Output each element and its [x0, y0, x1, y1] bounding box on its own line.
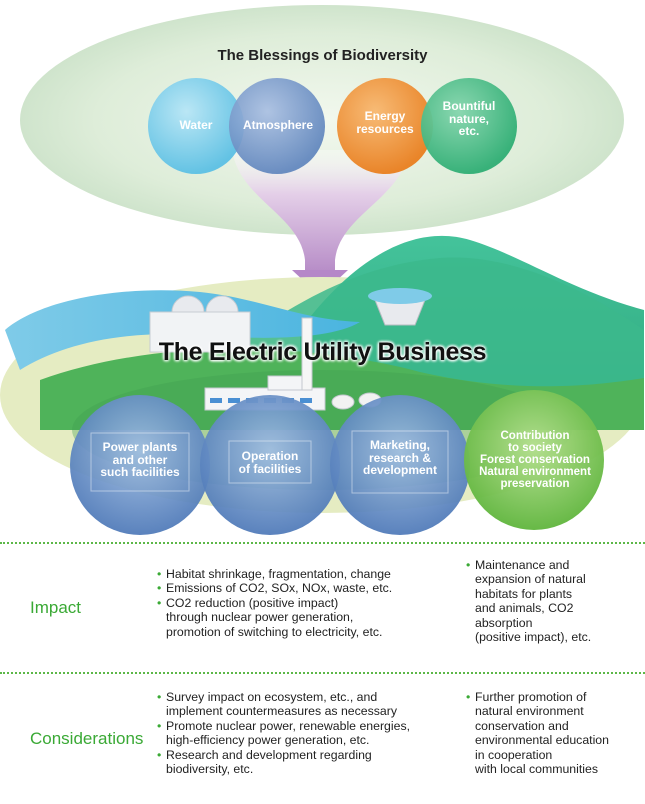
- divider-top: [0, 542, 645, 544]
- label-marketing: Marketing, research & development: [362, 438, 437, 478]
- considerations-right-list: Further promotion of natural environment…: [466, 690, 641, 776]
- dam-lake: [368, 288, 432, 304]
- label-nature: Bountiful nature, etc.: [442, 99, 496, 139]
- list-item: Research and development regarding biodi…: [157, 748, 462, 777]
- reactor-dome-2: [205, 295, 239, 313]
- list-item: Survey impact on ecosystem, etc., and im…: [157, 690, 462, 719]
- smokestack: [301, 317, 313, 391]
- impact-label: Impact: [30, 598, 82, 617]
- considerations-label: Considerations: [30, 729, 144, 748]
- circle-marketing: [330, 395, 470, 535]
- list-item: Promote nuclear power, renewable energie…: [157, 719, 462, 748]
- label-water: Water: [179, 118, 213, 132]
- storage-tank-1: [331, 394, 355, 410]
- label-frame-3: [351, 430, 449, 494]
- business-title: The Electric Utility Business: [158, 338, 487, 366]
- considerations-left-list: Survey impact on ecosystem, etc., and im…: [157, 690, 462, 776]
- label-operation: Operation of facilities: [238, 449, 302, 476]
- list-item: CO2 reduction (positive impact) through …: [157, 596, 457, 639]
- label-atmosphere: Atmosphere: [242, 118, 313, 132]
- impact-right-list: Maintenance and expansion of natural hab…: [466, 558, 636, 644]
- label-energy: Energy resources: [356, 109, 414, 136]
- label-contribution: Contribution to society Forest conservat…: [479, 430, 591, 491]
- circle-operation: [200, 395, 340, 535]
- list-item: Habitat shrinkage, fragmentation, change: [157, 567, 457, 582]
- circle-nature: [421, 78, 517, 174]
- divider-middle: [0, 672, 645, 674]
- circle-water: [148, 78, 244, 174]
- label-power-plants: Power plants and other such facilities: [100, 440, 180, 480]
- circle-power-plants: [70, 395, 210, 535]
- list-item: Emissions of CO2, SOx, NOx, waste, etc.: [157, 581, 457, 596]
- list-item: Maintenance and expansion of natural hab…: [466, 558, 636, 644]
- funnel-shape: [232, 150, 410, 275]
- circle-energy: [337, 78, 433, 174]
- list-item: Further promotion of natural environment…: [466, 690, 641, 776]
- reactor-dome-1: [171, 295, 205, 313]
- blessings-title: The Blessings of Biodiversity: [217, 47, 428, 64]
- label-frame-2: [228, 440, 312, 484]
- circle-atmosphere: [229, 78, 325, 174]
- impact-left-list: Habitat shrinkage, fragmentation, change…: [157, 567, 457, 639]
- circle-contribution: [464, 390, 604, 530]
- label-frame-1: [90, 432, 190, 492]
